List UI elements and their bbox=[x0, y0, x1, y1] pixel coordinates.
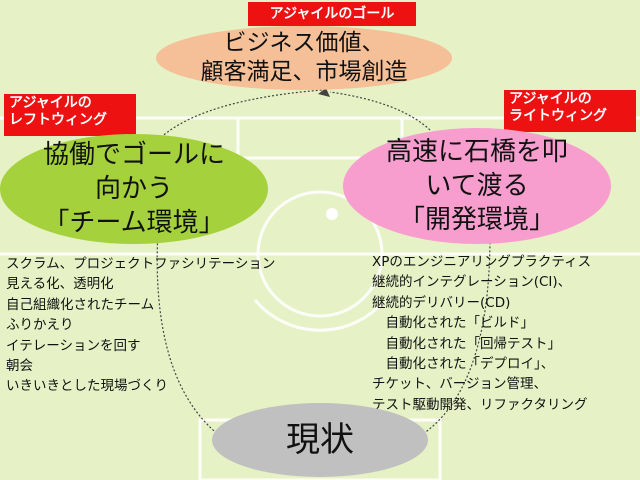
goal-tag: アジャイルのゴール bbox=[248, 2, 416, 26]
right-wing-tag: アジャイルの ライトウィング bbox=[504, 90, 636, 132]
list-item: 継続的デリバリー(CD) bbox=[372, 294, 511, 311]
arrow-right-to-goal bbox=[329, 91, 431, 131]
left-wing-tag-line: レフトウィング bbox=[9, 112, 107, 128]
list-item: テスト駆動開発、リファクタリング bbox=[372, 396, 588, 413]
right-wing-tag-line: アジャイルの bbox=[509, 91, 592, 107]
status-label: 現状 bbox=[286, 420, 354, 460]
left-practices-list: スクラム、プロジェクトファシリテーション 見える化、透明化 自己組織化されたチー… bbox=[6, 254, 275, 397]
left-wing-line: 協働でゴールに bbox=[42, 140, 225, 170]
right-wing-line: 「開発環境」 bbox=[398, 205, 555, 235]
list-item: ふりかえり bbox=[6, 317, 74, 334]
arrow-status-to-right bbox=[419, 235, 491, 437]
left-wing-line: 「チーム環境」 bbox=[43, 208, 225, 238]
list-item: いきいきとした現場づくり bbox=[6, 378, 168, 395]
list-item: 継続的インテグレーション(CI)、 bbox=[372, 274, 572, 291]
left-wing-ellipse: 協働でゴールに 向かう 「チーム環境」 bbox=[0, 134, 268, 244]
list-item: イテレーションを回す bbox=[6, 337, 141, 354]
arrowhead-goal bbox=[318, 88, 330, 97]
list-item: 見える化、透明化 bbox=[6, 276, 114, 293]
right-practices-list: XPのエンジニアリングプラクティス 継続的インテグレーション(CI)、 継続的デ… bbox=[372, 252, 591, 415]
right-wing-line: いて渡る bbox=[425, 171, 529, 201]
list-item: スクラム、プロジェクトファシリテーション bbox=[6, 256, 276, 272]
list-item: XPのエンジニアリングプラクティス bbox=[372, 254, 592, 270]
right-wing-ellipse: 高速に石橋を叩 いて渡る 「開発環境」 bbox=[343, 128, 611, 244]
status-ellipse: 現状 bbox=[212, 403, 428, 477]
right-wing-tag-line: ライトウィング bbox=[509, 108, 607, 124]
list-item: 自己組織化されたチーム bbox=[6, 296, 155, 313]
left-wing-tag-line: アジャイルの bbox=[9, 95, 92, 111]
list-item: チケット、バージョン管理、 bbox=[372, 376, 547, 393]
list-item: 朝会 bbox=[6, 358, 33, 375]
right-wing-line: 高速に石橋を叩 bbox=[385, 137, 568, 167]
goal-line: ビジネス価値、 bbox=[223, 30, 385, 56]
goal-line: 顧客満足、市場創造 bbox=[200, 59, 408, 85]
goal-ellipse: ビジネス価値、 顧客満足、市場創造 bbox=[156, 26, 452, 90]
list-item: 自動化された「ビルド」 bbox=[372, 315, 534, 332]
left-wing-tag: アジャイルの レフトウィング bbox=[4, 94, 136, 136]
list-item: 自動化された「デプロイ」、 bbox=[372, 356, 555, 373]
list-item: 自動化された「回帰テスト」 bbox=[372, 335, 561, 352]
left-wing-line: 向かう bbox=[94, 174, 173, 204]
